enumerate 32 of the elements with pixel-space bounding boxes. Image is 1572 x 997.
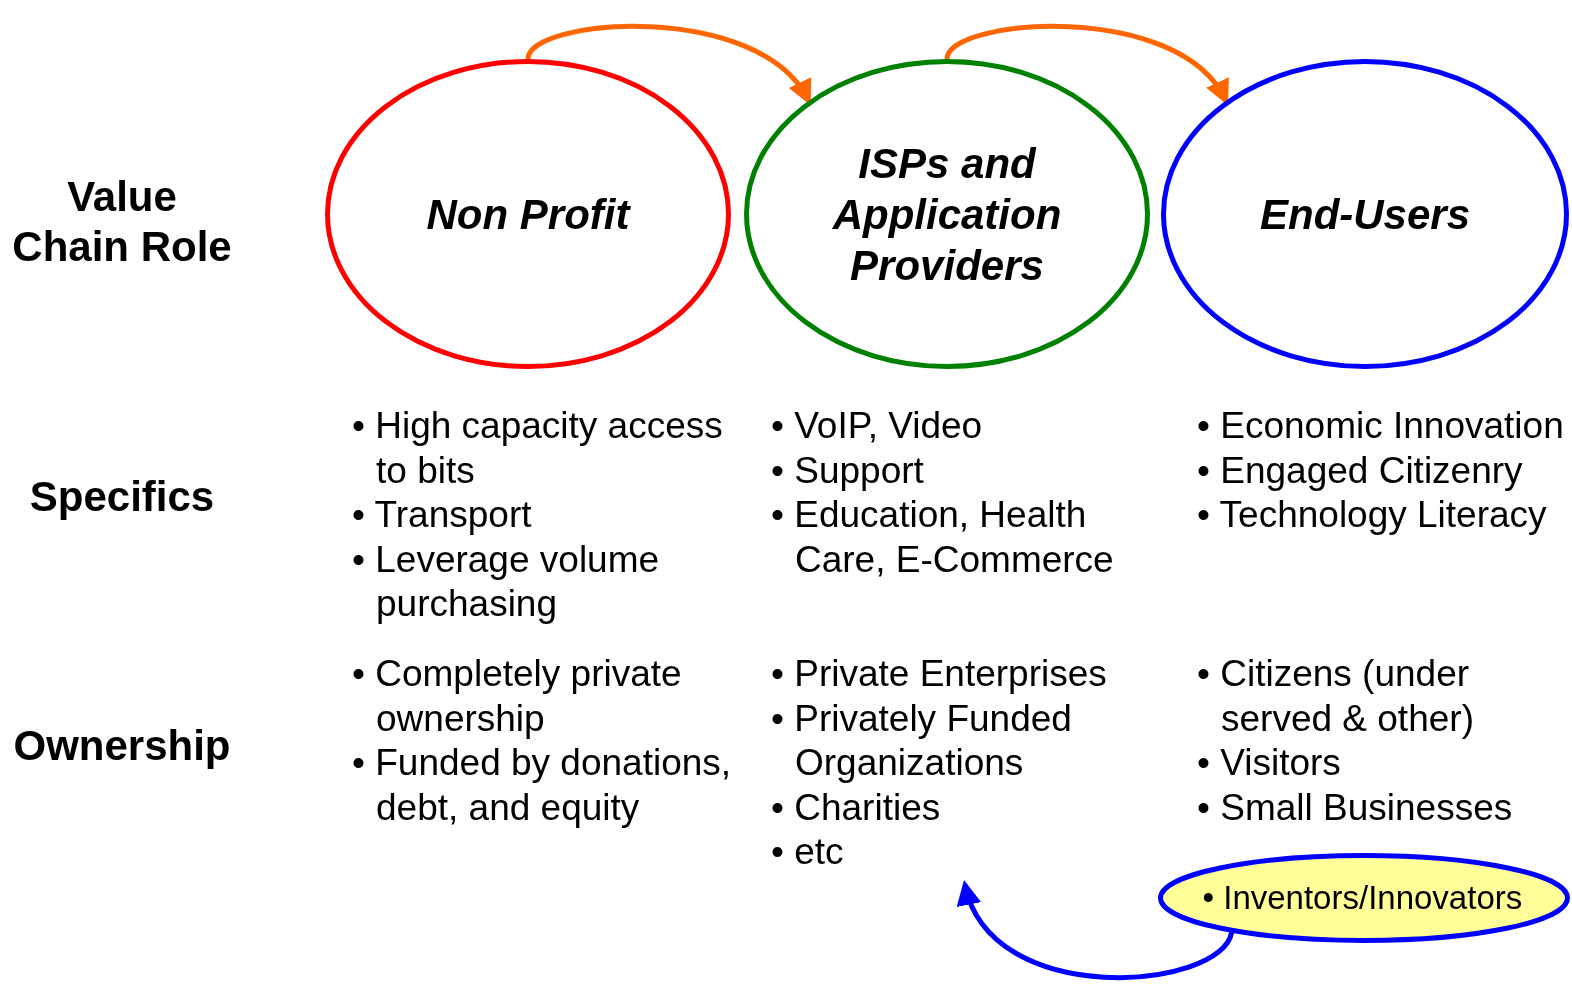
- role-ellipse: [325, 59, 731, 369]
- bullet-item: • Privately Funded Organizations: [771, 696, 1073, 785]
- curved-arrow: [525, 24, 812, 105]
- role-ellipse: [1161, 59, 1569, 369]
- highlight-ellipse: [1158, 853, 1570, 943]
- bullet-item: • Support: [771, 448, 925, 493]
- ellipse-label: Non Profit: [425, 189, 632, 240]
- bullet-item: • VoIP, Video: [771, 404, 984, 448]
- bullet-item: • Charities: [771, 785, 942, 830]
- bullet-item: • Transport: [352, 493, 533, 537]
- row-heading: Ownership: [12, 721, 232, 771]
- row-heading: Specifics: [28, 472, 216, 522]
- bullet-item: • Citizens (under served & other): [1197, 652, 1475, 741]
- curved-arrow: [960, 880, 1234, 980]
- bullet-item: • Education, Health Care, E-Commerce: [771, 493, 1115, 582]
- row-heading: Value Chain Role: [11, 172, 233, 272]
- ellipse-label: End-Users: [1258, 189, 1472, 240]
- curved-arrow: [944, 24, 1229, 105]
- bullet-item: • Economic Innovation: [1197, 404, 1565, 448]
- bullet-item: • Completely private ownership: [352, 652, 683, 741]
- bullet-item: • Inventors/Innovators: [1202, 877, 1524, 918]
- bullet-item: • Visitors: [1197, 741, 1342, 785]
- bullet-item: • Engaged Citizenry: [1197, 448, 1524, 493]
- bullet-item: • High capacity access to bits: [352, 404, 724, 493]
- bullet-item: • Funded by donations, debt, and equity: [352, 741, 733, 830]
- bullet-item: • etc: [771, 830, 845, 874]
- bullet-item: • Technology Literacy: [1197, 493, 1548, 537]
- bullet-item: • Private Enterprises: [771, 652, 1108, 696]
- bullet-item: • Small Businesses: [1197, 785, 1514, 830]
- role-ellipse: [744, 59, 1150, 369]
- ellipse-label: ISPs and Application Providers: [831, 138, 1063, 291]
- bullet-item: • Leverage volume purchasing: [352, 537, 661, 626]
